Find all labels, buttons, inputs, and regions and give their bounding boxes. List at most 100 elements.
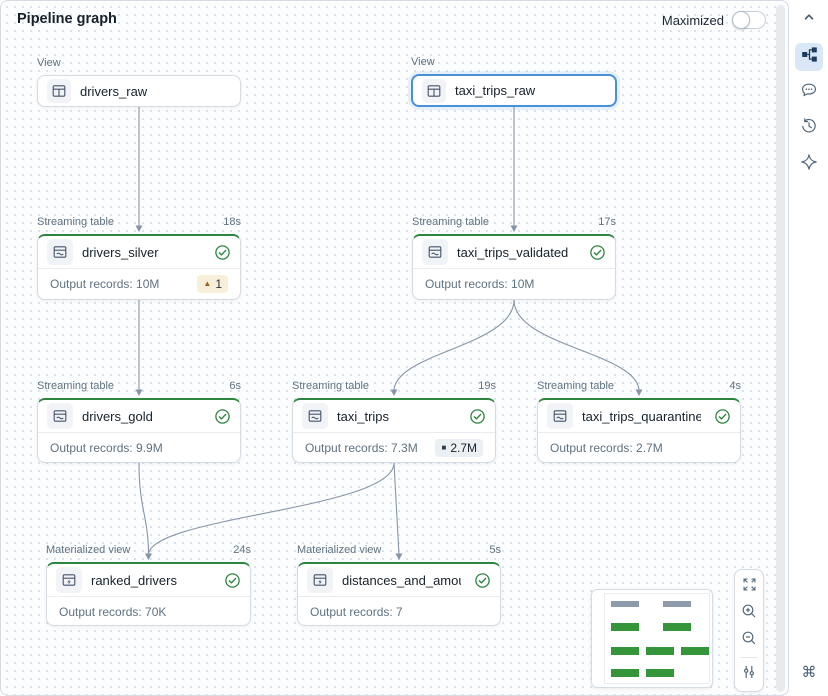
minimap[interactable] — [591, 589, 713, 688]
assistant-sparkle-icon — [800, 153, 818, 176]
output-records-row: Output records: 10M — [413, 269, 615, 299]
node-duration: 24s — [233, 544, 251, 556]
right-sidebar: ⌘ — [790, 0, 828, 696]
expand-icon — [742, 577, 757, 597]
node-drivers_raw[interactable]: drivers_raw — [37, 75, 241, 107]
filter-settings-button[interactable] — [735, 661, 763, 688]
minimap-node-bar — [611, 669, 639, 677]
view-icon — [47, 79, 71, 103]
comments-icon — [800, 81, 818, 104]
output-records-text: Output records: 2.7M — [550, 441, 663, 455]
toggle-knob — [732, 11, 750, 29]
page-title: Pipeline graph — [17, 11, 117, 27]
maximized-control: Maximized — [662, 11, 766, 29]
sidebar-pipeline-graph-button[interactable] — [795, 43, 823, 71]
success-check-icon — [214, 244, 231, 261]
output-records-row: Output records: 9.9M — [38, 433, 240, 463]
node-type-label: View — [37, 57, 241, 69]
node-duration: 19s — [478, 380, 496, 392]
minimap-node-bar — [663, 623, 691, 631]
node-type-label: Streaming table 6s — [37, 380, 241, 392]
success-check-icon — [469, 408, 486, 425]
node-name: taxi_trips — [337, 408, 390, 424]
streaming-table-icon — [302, 403, 328, 429]
filter-settings-icon — [741, 664, 757, 685]
node-duration: 5s — [489, 544, 501, 556]
node-type: Materialized view — [297, 544, 382, 556]
node-name: drivers_silver — [82, 244, 159, 260]
minimap-node-bar — [611, 601, 639, 607]
materialized-view-icon — [307, 567, 333, 593]
dropped-records-icon: ■ — [441, 443, 447, 452]
node-duration: 6s — [229, 380, 241, 392]
vertical-scrollbar[interactable] — [776, 5, 785, 692]
sidebar-history-button[interactable] — [795, 114, 823, 142]
node-type: Streaming table — [37, 216, 115, 228]
minimap-node-bar — [646, 647, 674, 655]
view-icon — [422, 78, 446, 103]
node-type: Streaming table — [537, 380, 615, 392]
sidebar-comments-button[interactable] — [795, 78, 823, 106]
output-records-text: Output records: 70K — [59, 605, 167, 619]
zoom-out-icon — [741, 630, 757, 651]
sidebar-assistant-sparkle-button[interactable] — [795, 150, 823, 178]
node-duration: 18s — [223, 216, 241, 228]
node-taxi_trips_raw[interactable]: taxi_trips_raw — [411, 74, 617, 107]
node-name: taxi_trips_raw — [455, 83, 536, 98]
node-type-label: Materialized view 5s — [297, 544, 501, 556]
minimap-node-bar — [611, 647, 639, 655]
streaming-table-icon — [547, 403, 573, 429]
node-duration: 17s — [598, 216, 616, 228]
zoom-in-button[interactable] — [735, 600, 763, 627]
output-records-row: Output records: 2.7M — [538, 433, 740, 463]
node-name: drivers_gold — [82, 408, 153, 424]
maximized-label: Maximized — [661, 12, 724, 28]
node-name: ranked_drivers — [91, 572, 177, 588]
badge-value: 2.7M — [450, 441, 477, 455]
node-name: taxi_trips_validated — [457, 244, 569, 260]
node-type-label: Materialized view 24s — [46, 544, 251, 556]
sidebar-chevron-up-button[interactable] — [795, 5, 823, 33]
streaming-table-icon — [47, 403, 73, 429]
node-type: Streaming table — [37, 380, 115, 392]
output-records-row: Output records: 7.3M■2.7M — [293, 433, 495, 463]
node-name: drivers_raw — [80, 83, 148, 99]
history-icon — [800, 117, 818, 140]
output-records-text: Output records: 9.9M — [50, 441, 163, 455]
success-check-icon — [714, 408, 731, 425]
node-type-label: Streaming table 19s — [292, 380, 496, 392]
neutral-badge[interactable]: ■2.7M — [435, 439, 483, 457]
node-distances_and_amounts_b[interactable]: distances_and_amounts_b... Output records… — [297, 562, 501, 626]
pipeline-graph-icon — [801, 46, 818, 68]
success-check-icon — [214, 408, 231, 425]
output-records-text: Output records: 7 — [310, 605, 403, 619]
zoom-out-button[interactable] — [735, 627, 763, 654]
sidebar-keyboard-shortcuts-button[interactable]: ⌘ — [795, 658, 823, 686]
warning-badge[interactable]: ▲1 — [197, 275, 228, 293]
maximized-toggle[interactable] — [732, 11, 766, 29]
streaming-table-icon — [47, 239, 73, 265]
node-name: distances_and_amounts_b... — [342, 572, 461, 588]
minimap-viewport — [604, 593, 710, 684]
streaming-table-icon — [422, 239, 448, 265]
expand-button[interactable] — [735, 573, 763, 600]
node-type: Streaming table — [292, 380, 370, 392]
canvas-zoom-controls — [734, 569, 764, 692]
node-type: Materialized view — [46, 544, 131, 556]
minimap-node-bar — [663, 601, 691, 607]
output-records-text: Output records: 10M — [425, 277, 535, 291]
badge-value: 1 — [215, 277, 222, 291]
warning-triangle-icon: ▲ — [203, 279, 212, 288]
node-type-label: Streaming table 18s — [37, 216, 241, 228]
node-type: View — [37, 57, 61, 69]
